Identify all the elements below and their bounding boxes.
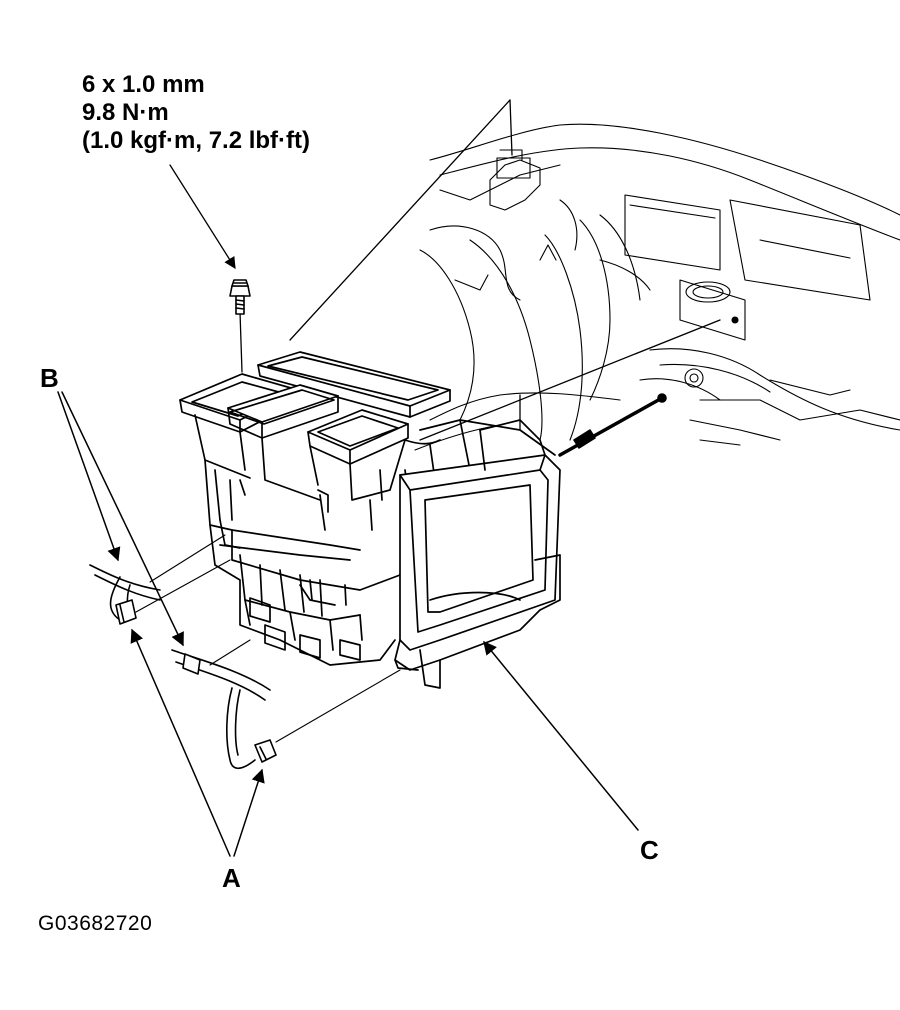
wire-harness-b xyxy=(89,564,277,770)
drain-hose xyxy=(558,393,667,457)
torque-nm-label: 9.8 N·m xyxy=(82,99,169,126)
connector-guide-lines xyxy=(135,534,401,743)
vehicle-body-outline xyxy=(414,123,900,451)
callout-b-label: B xyxy=(40,363,59,393)
bolt-size-label: 6 x 1.0 mm xyxy=(82,71,205,98)
leader-lines xyxy=(169,99,721,441)
figure-id: G03682720 xyxy=(38,912,153,935)
callout-c-label: C xyxy=(640,835,659,865)
heater-housing-c xyxy=(394,419,561,689)
callout-arrows xyxy=(57,391,639,857)
bolt-icon xyxy=(229,279,251,315)
torque-alt-label: (1.0 kgf·m, 7.2 lbf·ft) xyxy=(82,127,311,154)
callout-a-label: A xyxy=(222,863,241,893)
